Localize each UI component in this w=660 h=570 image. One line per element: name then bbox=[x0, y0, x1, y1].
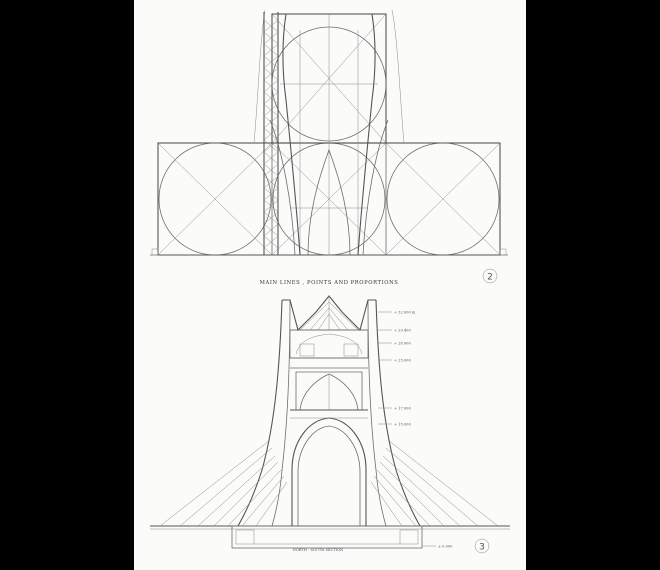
proportion-circle-left bbox=[158, 142, 272, 256]
right-leg-outer bbox=[375, 299, 421, 527]
basement-room bbox=[235, 529, 255, 545]
basement bbox=[231, 525, 423, 549]
tower-edge-left bbox=[253, 9, 266, 144]
radiating-ribs bbox=[159, 439, 499, 527]
level-label: + 32.000 m bbox=[394, 311, 416, 315]
basement-room bbox=[399, 529, 419, 545]
left-footing bbox=[151, 248, 159, 256]
north-south-section bbox=[150, 295, 510, 549]
diagonal bbox=[157, 142, 273, 256]
figure-number-circle bbox=[482, 268, 498, 284]
figure-number-3: 3 bbox=[479, 543, 485, 553]
level-label: + 28.000 bbox=[394, 342, 411, 346]
figure-number-circle bbox=[474, 538, 490, 554]
tower-curve-right bbox=[357, 13, 376, 256]
window bbox=[299, 343, 315, 357]
main-arch-outer bbox=[291, 417, 367, 526]
tower-curve-left bbox=[282, 13, 301, 256]
right-footing bbox=[499, 248, 507, 256]
level-label: + 29.400 bbox=[394, 329, 411, 333]
level-label: + 25.000 bbox=[394, 359, 411, 363]
level-marker-lines bbox=[378, 311, 436, 547]
tower-edge-right bbox=[391, 9, 405, 144]
left-leg-outer bbox=[237, 299, 283, 527]
caption-section: NORTH - SOUTH SECTION bbox=[293, 548, 344, 552]
central-arch bbox=[307, 148, 351, 256]
level-label: + 15.000 bbox=[394, 423, 411, 427]
figure-number-2: 2 bbox=[487, 273, 493, 283]
scale-ladder bbox=[263, 12, 279, 255]
level-label: ± 0.000 bbox=[438, 545, 453, 549]
level-label: + 17.000 bbox=[394, 407, 411, 411]
proportion-circle-right bbox=[386, 142, 500, 256]
vault-walls bbox=[295, 371, 363, 410]
proportions-diagram bbox=[150, 9, 508, 256]
diagonal bbox=[385, 142, 501, 256]
caption-proportions: MAIN LINES , POINTS AND PROPORTIONS bbox=[260, 280, 399, 286]
main-arch-inner bbox=[297, 425, 361, 526]
drawing-sheet bbox=[134, 0, 526, 570]
window bbox=[343, 343, 359, 357]
tower-curve-left-outer bbox=[269, 119, 296, 256]
tower-curve-right-outer bbox=[362, 119, 389, 256]
